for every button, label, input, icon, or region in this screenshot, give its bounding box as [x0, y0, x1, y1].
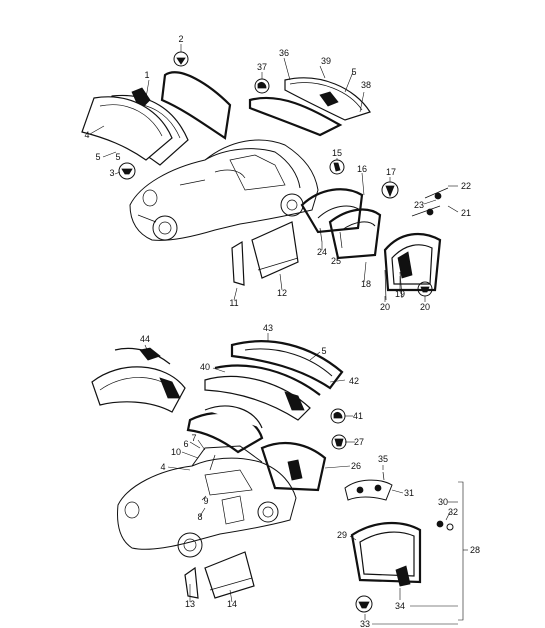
- top-latch: [344, 471, 393, 501]
- callout-5c: 5: [351, 67, 356, 77]
- callout-4b: 4: [160, 462, 165, 472]
- group-bracket: [458, 481, 468, 621]
- top-group: 1 2 3 4 5 5 36 37 39 5 38 15 16 17 22 23…: [81, 34, 471, 312]
- clip-icon: [329, 159, 345, 175]
- callout-26: 26: [351, 461, 361, 471]
- callout-8: 8: [197, 512, 202, 522]
- coupe-body: [129, 139, 319, 241]
- rear-quarter-glass: [260, 441, 327, 492]
- rear-window-seal: [160, 71, 232, 140]
- callout-43: 43: [263, 323, 273, 333]
- callout-16: 16: [357, 164, 367, 174]
- seal-profile-icon: [330, 408, 346, 424]
- callout-23: 23: [414, 200, 424, 210]
- callout-14: 14: [227, 599, 237, 609]
- cabrio-door-window: [184, 551, 255, 599]
- callout-18: 18: [361, 279, 371, 289]
- hardtop-seals: [204, 340, 344, 421]
- callout-32: 32: [448, 507, 458, 517]
- callout-38: 38: [361, 80, 371, 90]
- top-leader-lines: [89, 44, 459, 302]
- rubber-section-icon: [355, 595, 373, 613]
- cabrio-windshield: [186, 405, 264, 454]
- callout-25: 25: [331, 256, 341, 266]
- callout-5b: 5: [115, 152, 120, 162]
- vent-window: [350, 520, 454, 587]
- rear-top-glass: [91, 347, 186, 413]
- callout-5: 5: [95, 152, 100, 162]
- callout-17: 17: [386, 167, 396, 177]
- seal-profile-icon: [173, 51, 189, 67]
- callout-13: 13: [185, 599, 195, 609]
- clip-icon: [331, 434, 347, 450]
- callout-35: 35: [378, 454, 388, 464]
- callout-24: 24: [317, 247, 327, 257]
- rear-glass-assembly: [248, 77, 371, 137]
- callout-33: 33: [360, 619, 370, 628]
- clip-icon: [381, 181, 399, 199]
- windshield-seal: [81, 96, 173, 161]
- callout-22: 22: [461, 181, 471, 191]
- callout-34: 34: [395, 601, 405, 611]
- callout-40: 40: [200, 362, 210, 372]
- callout-27: 27: [354, 437, 364, 447]
- callout-21: 21: [461, 208, 471, 218]
- callout-31: 31: [404, 488, 414, 498]
- callout-29: 29: [337, 530, 347, 540]
- callout-42: 42: [349, 376, 359, 386]
- door-window: [231, 221, 299, 286]
- callout-3: 3: [109, 168, 114, 178]
- callout-9: 9: [203, 496, 208, 506]
- callout-20: 20: [380, 302, 390, 312]
- callout-15: 15: [332, 148, 342, 158]
- quarter-window-frames: [300, 188, 442, 292]
- callout-36: 36: [279, 48, 289, 58]
- cabriolet-body: [117, 445, 297, 558]
- top-hardware: [319, 187, 449, 301]
- callout-11: 11: [229, 298, 238, 308]
- seal-profile-icon: [118, 162, 136, 180]
- callout-28: 28: [470, 545, 480, 555]
- callout-4: 4: [84, 130, 89, 140]
- callout-7: 7: [191, 433, 196, 443]
- callout-44: 44: [140, 334, 150, 344]
- bottom-leader-lines: [144, 333, 458, 625]
- callout-30: 30: [438, 497, 448, 507]
- seal-profile-icon: [254, 78, 270, 94]
- callout-10: 10: [171, 447, 181, 457]
- callout-19: 19: [395, 289, 405, 299]
- callout-41: 41: [353, 411, 363, 421]
- callout-12: 12: [277, 288, 287, 298]
- callout-6: 6: [183, 439, 188, 449]
- callout-5d: 5: [321, 346, 326, 356]
- callout-2: 2: [178, 34, 183, 44]
- callout-1: 1: [144, 70, 149, 80]
- callout-39: 39: [321, 56, 331, 66]
- callout-20b: 20: [420, 302, 430, 312]
- bottom-group: 44 43 5 40 42 41 6 7 10 27 4 26 9 8 35 3…: [91, 323, 480, 628]
- callout-37: 37: [257, 62, 267, 72]
